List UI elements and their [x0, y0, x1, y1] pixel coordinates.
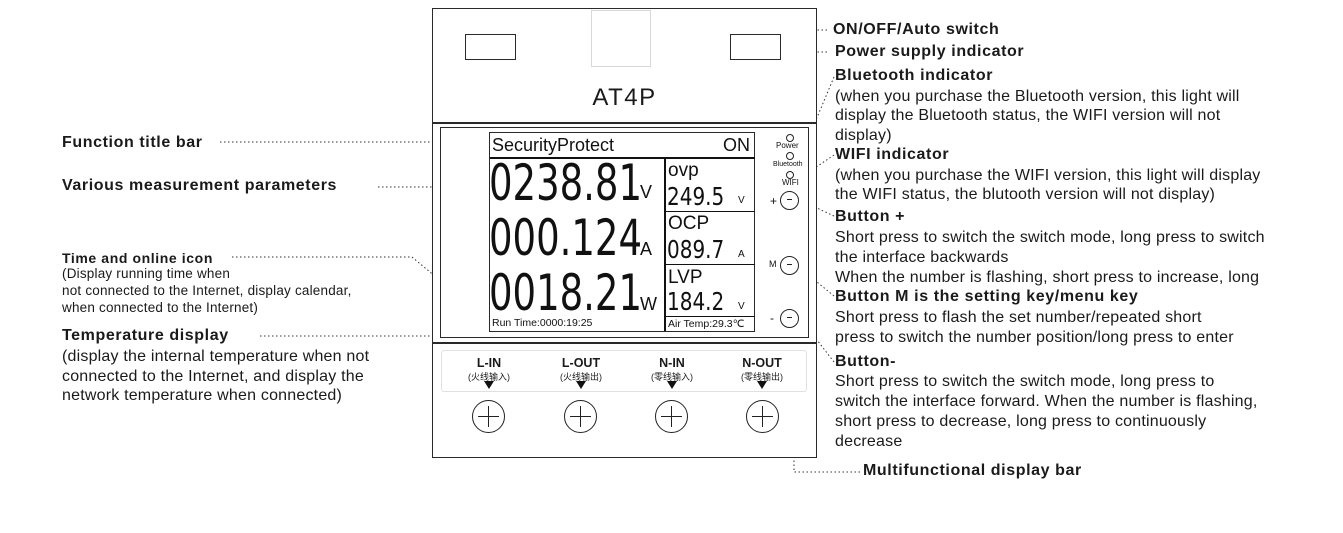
- power-value: 0018.21: [489, 264, 643, 322]
- terminal-sub-n-out: (零线输出): [741, 372, 783, 382]
- button-minus-title: Button-: [835, 353, 897, 370]
- ocp-unit: A: [738, 249, 745, 260]
- button-minus-desc-1: Short press to switch the switch mode, l…: [835, 373, 1215, 390]
- lcd-column-divider: [664, 157, 666, 331]
- ocp-label: OCP: [668, 213, 710, 234]
- bluetooth-desc-2: display the Bluetooth status, the WIFI v…: [835, 107, 1221, 124]
- ovp-label: ovp: [668, 160, 699, 181]
- terminal-label-n-out: N-OUT: [742, 356, 782, 370]
- minus-symbol: -: [770, 311, 774, 325]
- temperature-desc-1: (display the internal temperature when n…: [62, 348, 370, 365]
- model-name: AT4P: [592, 84, 657, 111]
- wifi-desc-2: the WIFI status, the blutooth version wi…: [835, 186, 1216, 203]
- arrow-down-icon: [576, 381, 586, 389]
- button-plus-desc-1: Short press to switch the switch mode, l…: [835, 229, 1265, 246]
- right-vent-slot: [730, 34, 781, 60]
- switch-state: ON: [723, 135, 750, 155]
- ovp-value: 249.5: [667, 182, 725, 211]
- button-m-desc-1: Short press to flash the set number/repe…: [835, 309, 1202, 326]
- power-led-icon: [786, 134, 794, 142]
- lcd-screen: [489, 132, 755, 332]
- voltage-unit: V: [640, 182, 653, 202]
- lvp-label: LVP: [668, 267, 703, 288]
- ovp-unit: V: [738, 195, 745, 206]
- bluetooth-led-icon: [786, 152, 794, 160]
- terminal-label-strip: [441, 350, 807, 392]
- wifi-led-icon: [786, 171, 794, 179]
- left-vent-slot: [465, 34, 516, 60]
- terminal-sub-l-in: (火线输入): [468, 372, 510, 382]
- arrow-down-icon: [667, 381, 677, 389]
- button-minus-desc-2: switch the interface forward. When the n…: [835, 393, 1258, 410]
- bluetooth-desc-1: (when you purchase the Bluetooth version…: [835, 88, 1240, 105]
- plus-button[interactable]: [780, 191, 799, 210]
- power-unit: W: [640, 294, 657, 314]
- terminal-label-l-in: L-IN: [476, 356, 502, 370]
- leader-wifi: [799, 154, 835, 179]
- screen-title: SecurityProtect: [492, 135, 615, 155]
- button-m-title: Button M is the setting key/menu key: [835, 288, 1139, 305]
- screw-terminal-l-in: [472, 400, 505, 433]
- temperature-desc-3: network temperature when connected): [62, 387, 343, 404]
- measurement-params-label: Various measurement parameters: [62, 177, 338, 194]
- button-plus-title: Button +: [835, 208, 906, 225]
- display-bar-label: Multifunctional display bar: [863, 462, 1082, 479]
- m-button[interactable]: [780, 256, 799, 275]
- terminal-label-l-out: L-OUT: [561, 356, 601, 370]
- bluetooth-desc-3: display): [835, 127, 892, 144]
- arrow-down-icon: [757, 381, 767, 389]
- time-icon-desc-2: not connected to the Internet, display c…: [62, 283, 352, 298]
- leader-minus: [799, 317, 835, 363]
- screw-terminal-n-out: [746, 400, 779, 433]
- switch-label: ON/OFF/Auto switch: [833, 21, 1000, 38]
- button-minus-desc-4: decrease: [835, 433, 903, 450]
- time-icon-title: Time and online icon: [62, 250, 213, 266]
- lvp-value: 184.2: [667, 287, 725, 316]
- device-top-housing: [432, 8, 817, 123]
- run-time: Run Time:0000:19:25: [492, 317, 593, 329]
- temperature-desc-2: connected to the Internet, and display t…: [62, 368, 364, 385]
- power-indicator-label: Power: [776, 141, 799, 150]
- top-tab: [591, 10, 651, 67]
- power-indicator-callout: Power supply indicator: [835, 43, 1025, 60]
- terminal-sub-l-out: (火线输出): [560, 372, 602, 382]
- button-m-desc-2: press to switch the number position/long…: [835, 329, 1234, 346]
- lcd-title-divider: [490, 157, 755, 159]
- wifi-indicator-label: WIFI: [782, 178, 799, 187]
- button-plus-desc-2: the interface backwards: [835, 249, 1009, 266]
- time-icon-desc-3: when connected to the Internet): [62, 300, 259, 315]
- current-unit: A: [640, 239, 653, 259]
- lvp-unit: V: [738, 301, 745, 312]
- lcd-right-divider-1: [665, 211, 755, 213]
- time-icon-desc-1: (Display running time when: [62, 266, 231, 281]
- minus-button[interactable]: [780, 309, 799, 328]
- current-value: 000.124: [489, 209, 643, 267]
- voltage-value: 0238.81: [489, 154, 643, 212]
- terminal-block: [432, 343, 817, 458]
- plus-symbol: +: [770, 194, 778, 208]
- bluetooth-indicator-label: Bluetooth: [773, 161, 803, 168]
- m-symbol: M: [769, 259, 777, 269]
- lcd-right-divider-3: [665, 316, 755, 318]
- temperature-title: Temperature display: [62, 327, 229, 344]
- leader-time-icon: [232, 256, 491, 323]
- button-plus-desc-3: When the number is flashing, short press…: [835, 269, 1260, 286]
- function-title-bar-label: Function title bar: [62, 134, 203, 151]
- wifi-desc-1: (when you purchase the WIFI version, thi…: [835, 167, 1261, 184]
- bluetooth-title: Bluetooth indicator: [835, 67, 994, 84]
- wifi-title: WIFI indicator: [835, 146, 950, 163]
- terminal-label-n-in: N-IN: [659, 356, 685, 370]
- lcd-right-divider-2: [665, 264, 755, 266]
- air-temp: Air Temp:29.3℃: [668, 318, 745, 330]
- leader-plus: [803, 201, 835, 217]
- ocp-value: 089.7: [667, 235, 725, 264]
- screw-terminal-l-out: [564, 400, 597, 433]
- button-minus-desc-3: short press to decrease, long press to c…: [835, 413, 1207, 430]
- screw-terminal-n-in: [655, 400, 688, 433]
- arrow-down-icon: [484, 381, 494, 389]
- terminal-sub-n-in: (零线输入): [651, 372, 693, 382]
